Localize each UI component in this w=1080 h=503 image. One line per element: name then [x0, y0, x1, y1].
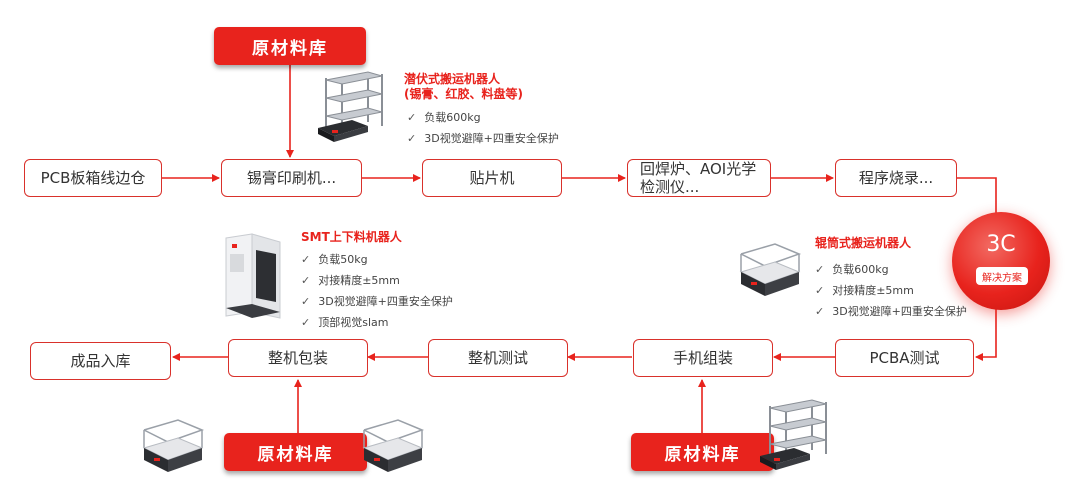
- smt-feature: ✓对接精度±5mm: [301, 273, 400, 288]
- latent-feature: ✓3D视觉避障+四重安全保护: [407, 131, 559, 146]
- check-icon: ✓: [407, 131, 417, 145]
- smt-feature: ✓顶部视觉slam: [301, 315, 389, 330]
- roller-robot-title: 辊筒式搬运机器人: [815, 236, 912, 250]
- smt-robot-icon: [225, 233, 281, 319]
- roller-feature: ✓对接精度±5mm: [815, 283, 914, 298]
- roller-feature: ✓3D视觉避障+四重安全保护: [815, 304, 967, 319]
- raw-material-warehouse-bottom-right: 原材料库: [631, 433, 774, 471]
- check-icon: ✓: [815, 304, 825, 318]
- node-pick-place: 贴片机: [422, 159, 562, 197]
- roller-robot-icon: [739, 243, 802, 296]
- check-icon: ✓: [815, 262, 825, 276]
- smt-robot-title: SMT上下料机器人: [301, 230, 402, 244]
- node-machine-pack: 整机包装: [228, 339, 368, 377]
- latent-robot-title-line1: 潜伏式搬运机器人: [404, 72, 501, 86]
- smt-feature: ✓3D视觉避障+四重安全保护: [301, 294, 453, 309]
- badge-subtitle: 解决方案: [976, 267, 1028, 285]
- smt-feature: ✓负载50kg: [301, 252, 368, 267]
- node-pcb-warehouse: PCB板箱线边仓: [24, 159, 162, 197]
- node-phone-assembly: 手机组装: [633, 339, 773, 377]
- check-icon: ✓: [815, 283, 825, 297]
- latent-robot-shelf-icon: [760, 399, 827, 470]
- badge-title: 3C: [986, 232, 1016, 257]
- latent-robot-shelf-icon: [318, 71, 383, 142]
- latent-feature: ✓负载600kg: [407, 110, 481, 125]
- check-icon: ✓: [301, 294, 311, 308]
- check-icon: ✓: [301, 252, 311, 266]
- latent-robot-title-line2: (锡膏、红胶、料盘等): [404, 87, 523, 101]
- raw-material-warehouse-bottom-left: 原材料库: [224, 433, 367, 471]
- roller-feature: ✓负载600kg: [815, 262, 889, 277]
- node-reflow-aoi: 回焊炉、AOI光学检测仪...: [627, 159, 771, 197]
- solution-badge: 3C 解决方案: [952, 212, 1050, 310]
- check-icon: ✓: [407, 110, 417, 124]
- roller-robot-icon: [362, 419, 425, 472]
- node-solder-print: 锡膏印刷机...: [221, 159, 362, 197]
- latent-robot-title: 潜伏式搬运机器人 (锡膏、红胶、料盘等): [404, 72, 523, 102]
- node-program-burn: 程序烧录...: [835, 159, 957, 197]
- roller-robot-icon: [142, 419, 205, 472]
- node-finished-warehouse: 成品入库: [30, 342, 171, 380]
- node-pcba-test: PCBA测试: [835, 339, 974, 377]
- raw-material-warehouse-top: 原材料库: [214, 27, 366, 65]
- node-machine-test: 整机测试: [428, 339, 568, 377]
- check-icon: ✓: [301, 315, 311, 329]
- check-icon: ✓: [301, 273, 311, 287]
